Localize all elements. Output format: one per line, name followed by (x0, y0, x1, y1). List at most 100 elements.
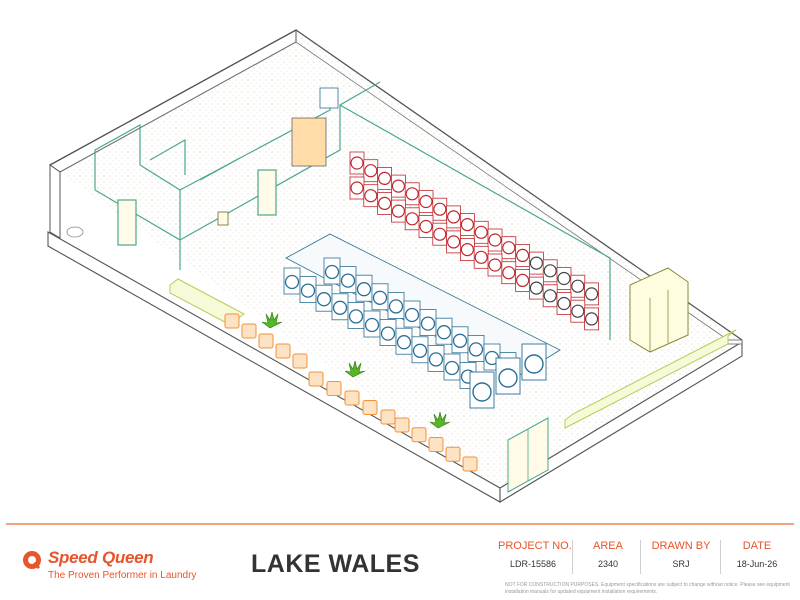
washer (395, 327, 413, 355)
washer (371, 283, 389, 311)
washer (469, 371, 495, 409)
plant-icon (429, 411, 451, 429)
washer (435, 317, 453, 345)
washer-island (283, 233, 561, 409)
date-cell: DATE 18-Jun-26 (724, 540, 790, 574)
dryer (515, 243, 530, 267)
dryer (404, 182, 420, 206)
queen-crest-icon (23, 551, 41, 570)
plant-icon (261, 311, 283, 329)
dryer (377, 191, 393, 215)
dryer (556, 292, 572, 315)
dryer (473, 245, 489, 269)
dryer (515, 268, 530, 292)
plant-icon (344, 360, 366, 378)
speed-queen-logo: Speed Queen The Proven Performer in Laun… (22, 548, 222, 588)
project-title: LAKE WALES (251, 550, 420, 578)
washer (443, 353, 461, 381)
laundromat-floor-plan (47, 29, 743, 503)
dryer (432, 197, 448, 221)
project-number-cell: PROJECT NO. LDR-15586 (498, 540, 572, 574)
chair (224, 313, 240, 329)
outer-walls (47, 29, 743, 503)
title-block-separator (572, 540, 573, 574)
seating-rows (224, 313, 478, 472)
washer (495, 357, 521, 395)
chair (462, 456, 478, 472)
area-label: AREA (593, 540, 623, 552)
dryer (349, 151, 365, 175)
dryer (487, 253, 503, 277)
chair (428, 437, 444, 452)
washer (467, 334, 485, 362)
entrance-door (507, 417, 549, 493)
dryer (349, 176, 365, 200)
dryer (363, 184, 379, 208)
date-value: 18-Jun-26 (736, 559, 778, 569)
washer (355, 274, 373, 302)
vending-machines (629, 267, 689, 353)
chair (380, 409, 396, 425)
chair (445, 446, 461, 462)
dryer (473, 220, 489, 244)
dryer (446, 205, 462, 229)
area-cell: AREA 2340 (578, 540, 638, 574)
dryer (487, 228, 503, 252)
dryer (542, 259, 558, 283)
dryer (529, 276, 544, 300)
dryer (432, 222, 448, 246)
washer (387, 291, 405, 319)
dryer (584, 307, 599, 331)
washer (323, 257, 341, 285)
project-number-value: LDR-15586 (509, 559, 557, 569)
chair (258, 333, 274, 349)
brand-name: Speed Queen (48, 548, 154, 567)
area-value: 2340 (597, 559, 619, 569)
dryer (529, 251, 544, 275)
title-block-separator (720, 540, 721, 574)
interior-walls (66, 81, 611, 340)
chair (292, 353, 308, 369)
washer (427, 344, 445, 372)
dryer (404, 207, 420, 231)
washer (419, 309, 437, 337)
dryer (390, 174, 406, 198)
dryer-bank (349, 151, 599, 331)
washer (299, 276, 317, 304)
dryer (570, 299, 586, 323)
dryer (390, 199, 406, 223)
dryer (418, 215, 434, 238)
plants (261, 311, 451, 429)
dryer (363, 159, 379, 183)
dryer (556, 267, 572, 290)
dryer (459, 213, 475, 237)
washer (331, 293, 349, 321)
washer (403, 300, 421, 328)
brand-tagline: The Proven Performer in Laundry (48, 570, 197, 581)
folding-table (564, 329, 737, 429)
chair (394, 417, 410, 433)
dryer (501, 236, 517, 260)
chair (344, 390, 360, 406)
dryer (570, 274, 586, 298)
washer (521, 343, 547, 381)
washer (451, 326, 469, 354)
dryer (584, 282, 599, 306)
dryer (501, 261, 517, 285)
chair (241, 323, 257, 339)
project-number-label: PROJECT NO. (498, 540, 572, 552)
dryer (377, 166, 393, 190)
washer (411, 336, 429, 364)
drawn-by-cell: DRAWN BY SRJ (646, 540, 716, 574)
washer (347, 301, 365, 329)
drawn-by-label: DRAWN BY (651, 540, 711, 552)
washer (315, 284, 333, 312)
chair (362, 400, 378, 415)
washer (339, 266, 357, 294)
chair (326, 381, 342, 396)
washer (363, 310, 381, 338)
dryer (542, 284, 558, 308)
date-label: DATE (742, 540, 772, 552)
drawn-by-value: SRJ (672, 559, 690, 569)
dryer (459, 238, 475, 262)
